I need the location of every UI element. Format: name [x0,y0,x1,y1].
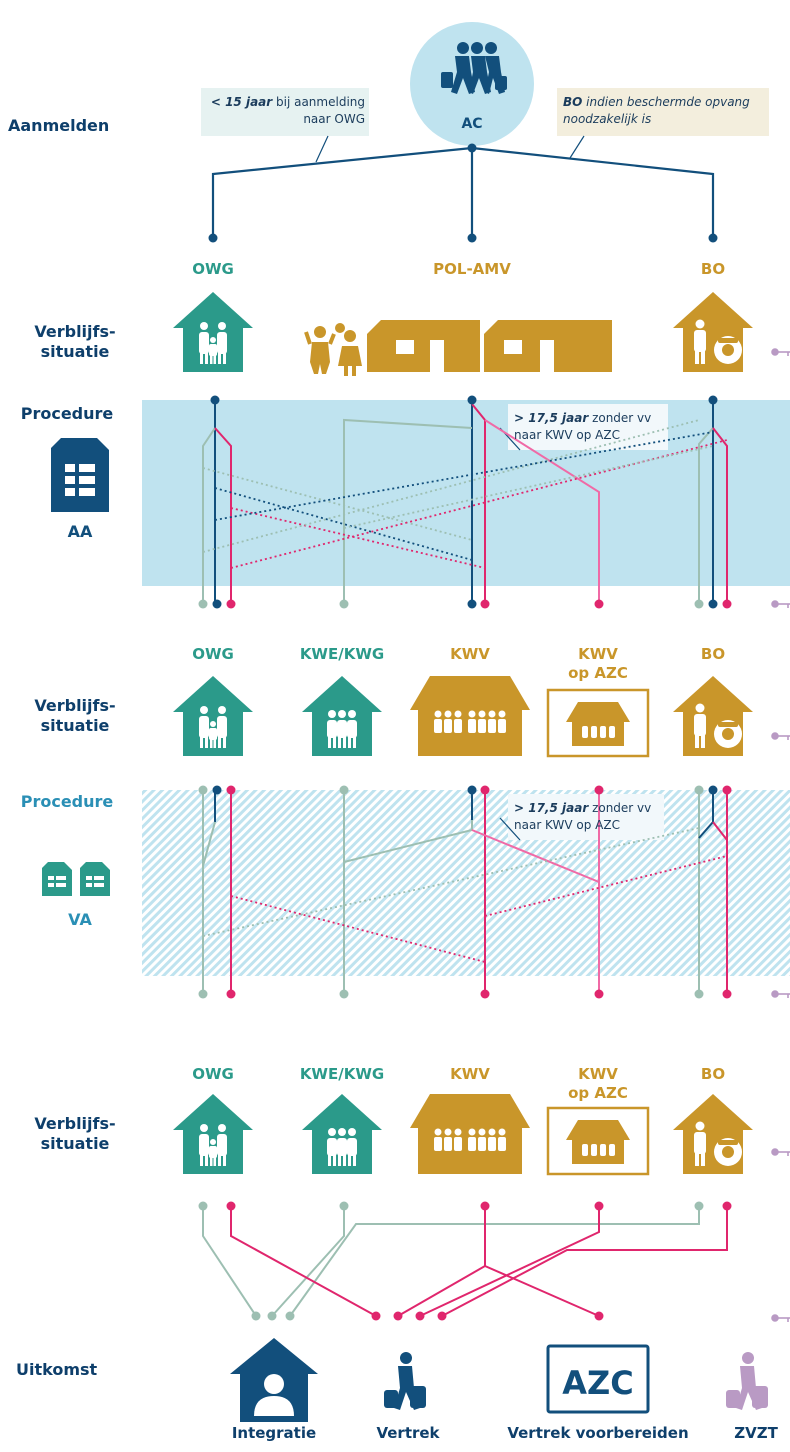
location-label-kwv-azc-bottom: KWV op AZC [538,1065,658,1103]
key-icon [771,348,790,356]
location-label-bo-top: BO [700,260,726,278]
label-line: KWV [578,1065,618,1083]
departure-traveller-icon [384,1352,426,1410]
children-playing-icon [304,323,362,376]
note-proc2-line2: naar KWV op AZC [514,818,620,832]
zvzt-traveller-icon [726,1352,768,1410]
outcome-label-integratie: Integratie [231,1424,317,1442]
label-line: KWV [578,645,618,663]
integration-house-icon [230,1338,318,1422]
row-label-verblijf-1: Verblijfs- situatie [20,322,130,362]
kwv-building-mid-icon [410,676,530,756]
row-label-line: situatie [40,342,110,361]
azc-sign-icon: AZC [546,1344,650,1414]
ac-label: AC [461,116,482,132]
house-kwe-kwg-bottom-icon [302,1094,382,1174]
house-kwe-kwg-mid-icon [302,676,382,756]
row-label-uitkomst: Uitkomst [16,1360,98,1379]
note-right-bold: BO [563,95,583,109]
row-label-line: situatie [40,716,110,735]
location-label-owg-top: OWG [192,260,234,278]
note-proc2: > 17,5 jaar zonder vv naar KWV op AZC [514,800,662,834]
note-left: < 15 jaar bij aanmelding naar OWG [205,94,365,128]
location-label-kwv-azc-mid: KWV op AZC [538,645,658,683]
double-document-icon [42,862,110,896]
location-label-pol-amv: POL-AMV [433,260,511,278]
walking-people-icon [441,42,507,94]
row-label-aanmelden: Aanmelden [8,116,110,135]
pol-amv-bungalows-icon [367,320,612,372]
location-label-bo-mid: BO [700,645,726,663]
note-proc2-bold: > 17,5 jaar [514,801,589,815]
note-proc1: > 17,5 jaar zonder vv naar KWV op AZC [514,410,666,444]
note-box-right [557,88,769,136]
note-proc1-line2: naar KWV op AZC [514,428,620,442]
note-proc2-rest: zonder vv [588,801,652,815]
location-label-kwe-kwg-mid: KWE/KWG [299,645,385,663]
location-label-owg-mid: OWG [192,645,234,663]
note-left-bold: < 15 jaar [210,95,273,109]
kwv-building-bottom-icon [410,1094,530,1174]
doc-label-aa: AA [67,522,93,541]
house-owg-mid-icon [173,676,253,756]
note-right-rest: indien beschermde opvang [582,95,750,109]
location-label-kwv-mid: KWV [450,645,490,663]
location-label-owg-bottom: OWG [192,1065,234,1083]
house-bo-mid-icon [673,676,753,756]
location-label-kwe-kwg-bottom: KWE/KWG [299,1065,385,1083]
location-label-kwv-bottom: KWV [450,1065,490,1083]
note-proc1-rest: zonder vv [588,411,652,425]
note-box-proc2 [508,794,664,840]
note-proc1-bold: > 17,5 jaar [514,411,589,425]
label-line: op AZC [568,664,628,682]
note-box-proc1 [508,404,668,450]
procedure-band-va [142,790,790,976]
house-owg-bottom-icon [173,1094,253,1174]
row-label-verblijf-3: Verblijfs- situatie [20,1114,130,1154]
house-owg-top-icon [173,292,253,372]
note-box-left [201,88,369,136]
house-bo-top-icon [673,292,753,372]
document-icon [51,438,109,512]
label-line: op AZC [568,1084,628,1102]
row-label-procedure-1: Procedure [20,404,114,423]
outcome-label-zvzt: ZVZT [734,1424,778,1442]
procedure-band-aa [142,400,790,586]
svg-text:AZC: AZC [562,1364,633,1402]
kwv-azc-building-mid-icon [546,688,650,758]
location-label-bo-bottom: BO [700,1065,726,1083]
note-left-line2: naar OWG [303,112,365,126]
row-label-line: situatie [40,1134,110,1153]
house-bo-bottom-icon [673,1094,753,1174]
kwv-azc-building-bottom-icon [546,1106,650,1176]
note-left-rest: bij aanmelding [272,95,365,109]
note-right: BO indien beschermde opvang noodzakelijk… [563,94,767,128]
outcome-label-vertrek: Vertrek [376,1424,440,1442]
row-label-line: Verblijfs- [34,1114,116,1133]
outcome-label-vertrek-voorbereiden: Vertrek voorbereiden [507,1424,689,1442]
note-right-line2: noodzakelijk is [563,112,652,126]
row-label-procedure-2: Procedure [20,792,114,811]
row-label-line: Verblijfs- [34,696,116,715]
row-label-line: Verblijfs- [34,322,116,341]
row-label-verblijf-2: Verblijfs- situatie [20,696,130,736]
doc-label-va: VA [68,910,92,929]
